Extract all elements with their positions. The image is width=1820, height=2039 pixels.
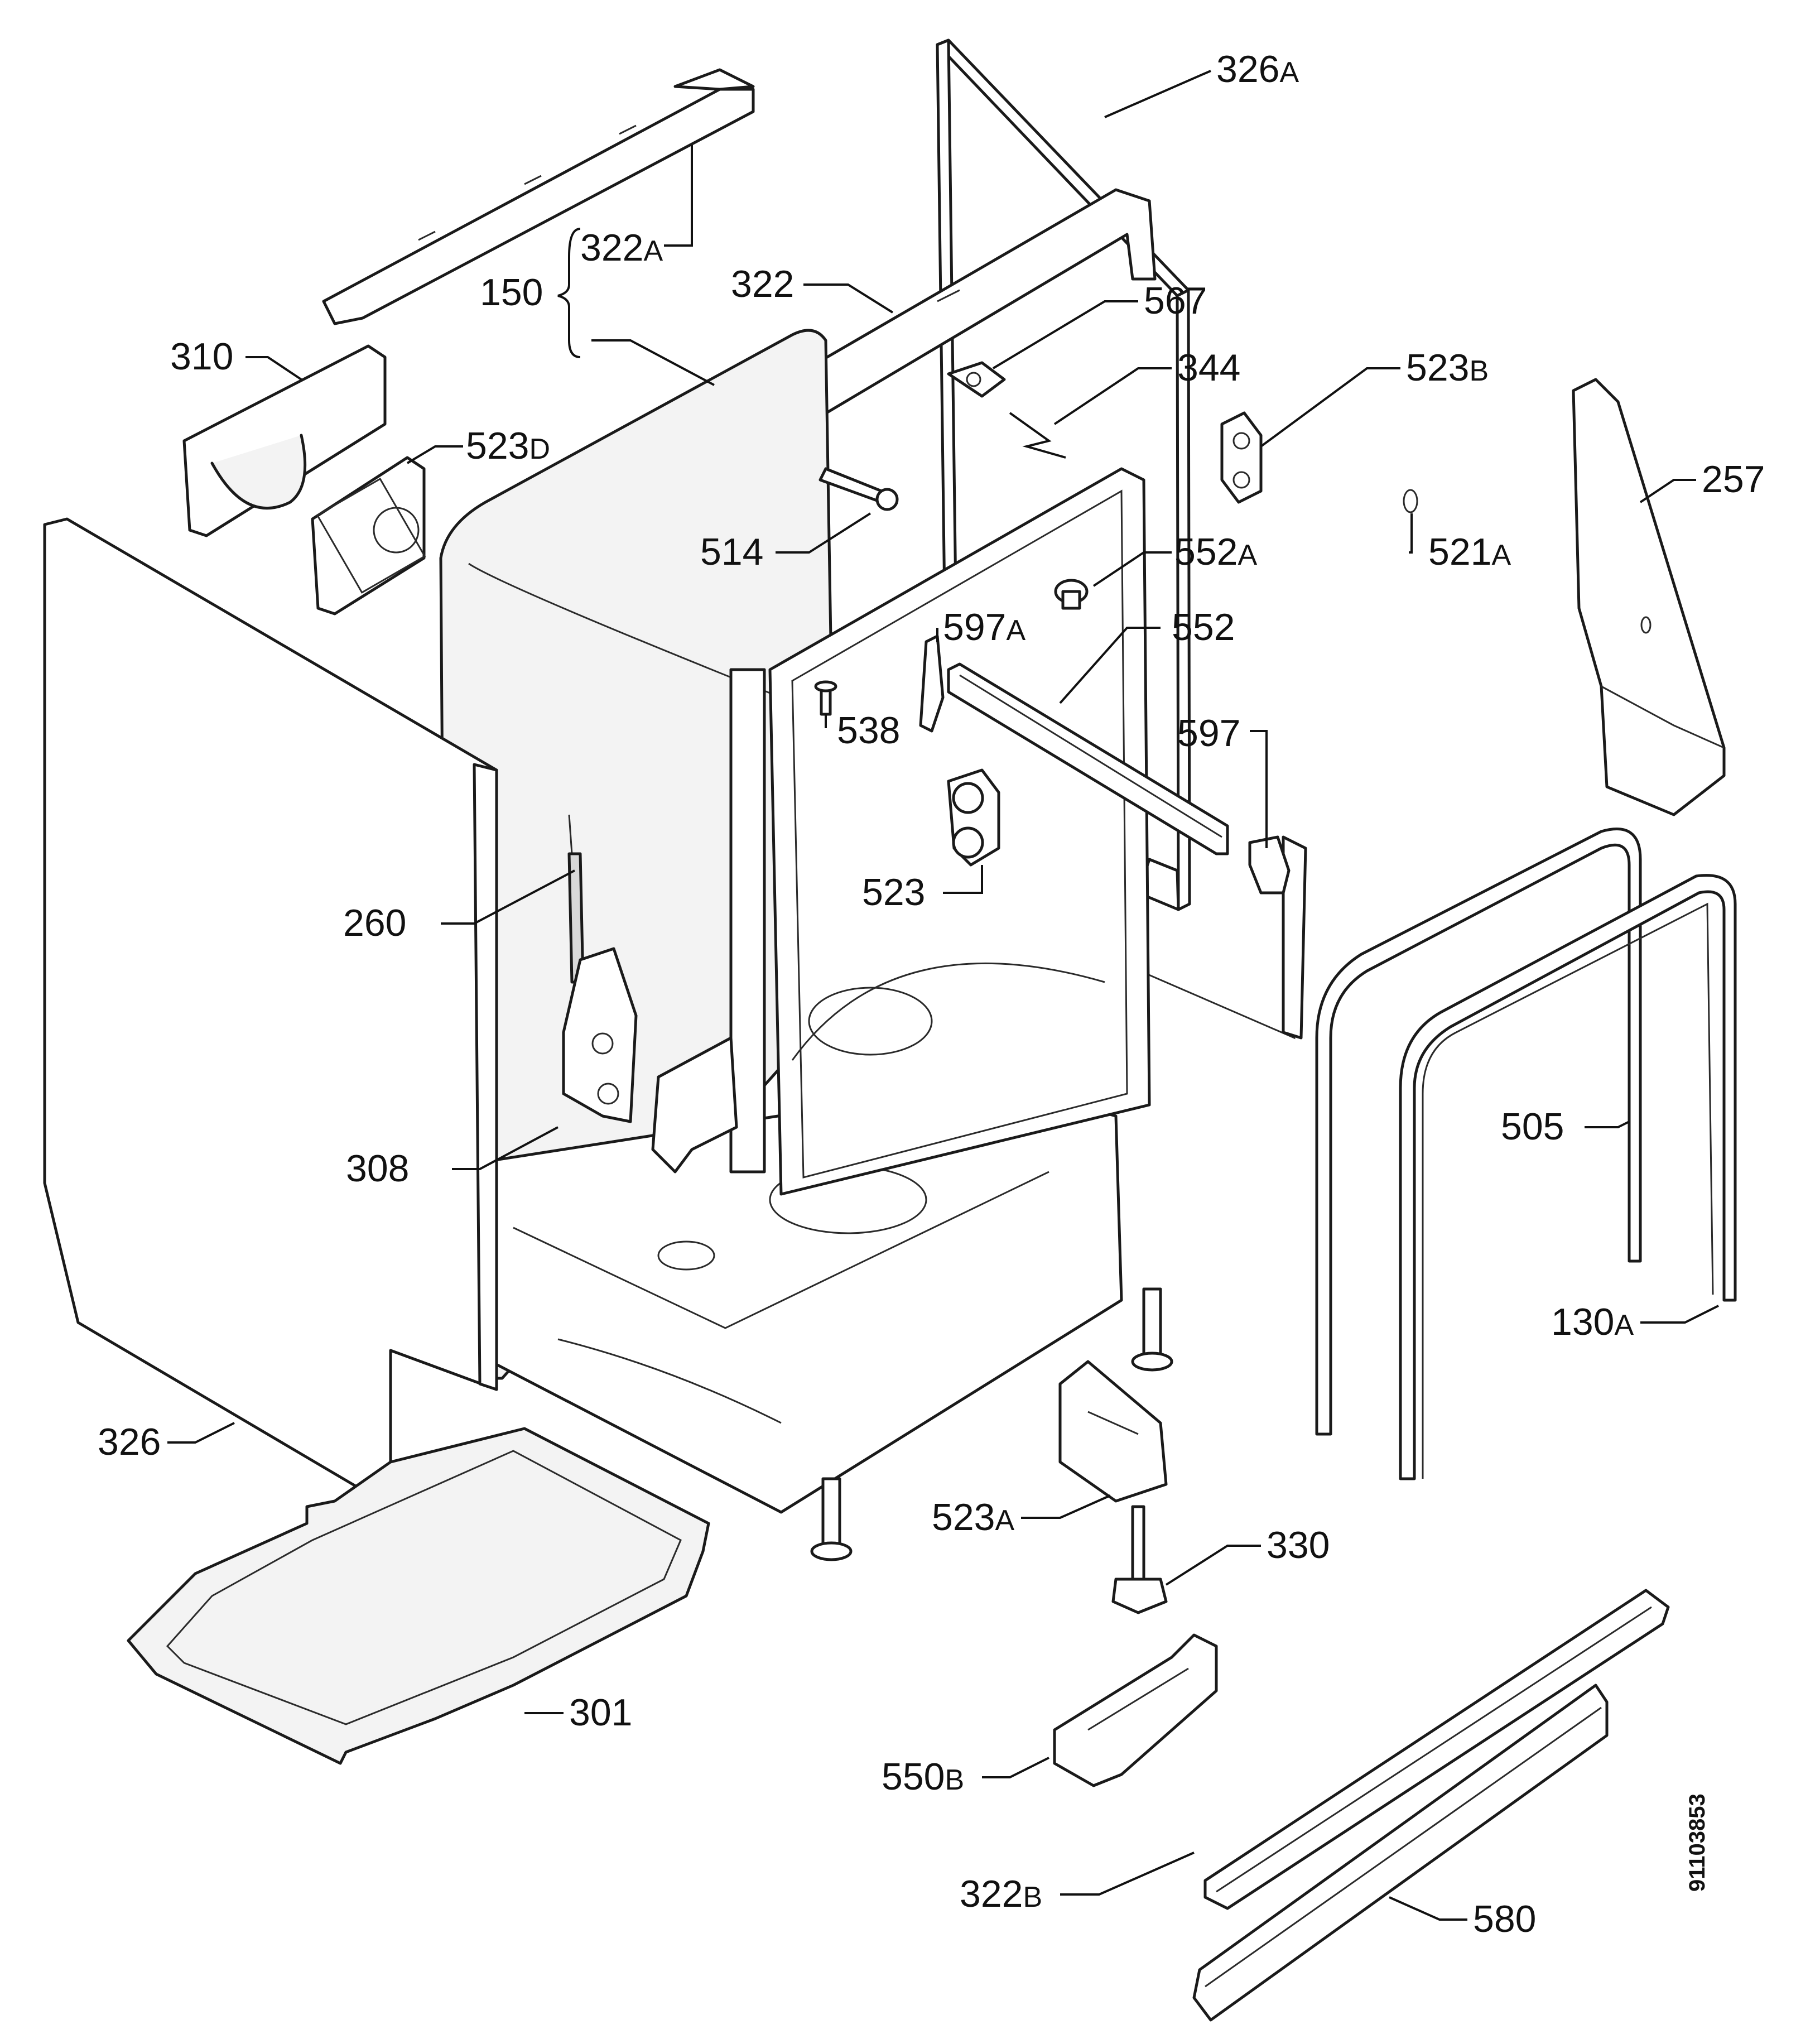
label-505: 505: [1501, 1105, 1564, 1148]
part-322a-top-rail: [322, 68, 755, 325]
label-523: 523: [862, 871, 926, 913]
part-580-plinth: [1192, 1684, 1609, 2022]
label-514: 514: [700, 531, 764, 573]
label-130a: 130A: [1551, 1301, 1634, 1343]
label-567: 567: [1144, 280, 1207, 322]
part-322b-rail: [1203, 1589, 1670, 1910]
label-322b: 322B: [960, 1873, 1043, 1915]
label-310: 310: [170, 335, 234, 378]
part-597-clip: [1248, 835, 1291, 895]
label-322: 322: [731, 263, 795, 305]
part-597a-clip: [919, 634, 945, 733]
document-number: 91103853: [1685, 1793, 1710, 1892]
part-523-bushing: [947, 768, 1000, 867]
brace-150: [557, 228, 581, 358]
part-550b-bracket: [1053, 1633, 1218, 1787]
label-597: 597: [1177, 712, 1241, 754]
part-257-side-block: [1572, 378, 1726, 816]
label-330: 330: [1267, 1524, 1330, 1566]
part-523d-plate: [311, 456, 426, 615]
part-523b-bracket: [1220, 411, 1263, 504]
label-322a: 322A: [580, 227, 663, 269]
label-597a: 597A: [943, 606, 1026, 648]
label-521a: 521A: [1428, 531, 1511, 573]
label-326a: 326A: [1216, 48, 1299, 90]
part-505-seal: [1315, 828, 1642, 1436]
label-326: 326: [98, 1421, 161, 1463]
part-344-wire: [1009, 412, 1066, 459]
part-base-feet: [810, 1287, 1173, 1561]
part-326-left-panel: [43, 517, 498, 1508]
part-552a-knob: [1054, 579, 1089, 610]
label-552a: 552A: [1174, 531, 1258, 573]
label-538: 538: [837, 709, 901, 752]
part-521a-ring: [1403, 489, 1418, 513]
part-308-hinge: [562, 947, 638, 1123]
label-552: 552: [1172, 606, 1235, 648]
part-523a-bracket: [1058, 1360, 1168, 1503]
label-150: 150: [480, 271, 543, 314]
label-523d: 523D: [466, 425, 551, 467]
part-552-rail: [947, 662, 1229, 855]
leader-lines: [167, 70, 1719, 1921]
part-514-pin: [818, 467, 899, 511]
part-330-foot: [1111, 1505, 1168, 1614]
label-523a: 523A: [932, 1496, 1015, 1538]
label-580: 580: [1473, 1898, 1537, 1940]
label-301: 301: [569, 1691, 633, 1734]
label-344: 344: [1177, 347, 1241, 389]
part-567-clip: [947, 361, 1006, 398]
part-130a-seal: [1399, 874, 1737, 1480]
part-301-base-tray: [127, 1427, 710, 1765]
label-257: 257: [1702, 458, 1765, 501]
part-door-hinge-bracket: [651, 1036, 738, 1174]
label-523b: 523B: [1406, 347, 1489, 389]
label-260: 260: [343, 902, 407, 944]
part-310-cover: [182, 344, 387, 537]
label-550b: 550B: [882, 1756, 965, 1798]
label-308: 308: [346, 1147, 410, 1190]
